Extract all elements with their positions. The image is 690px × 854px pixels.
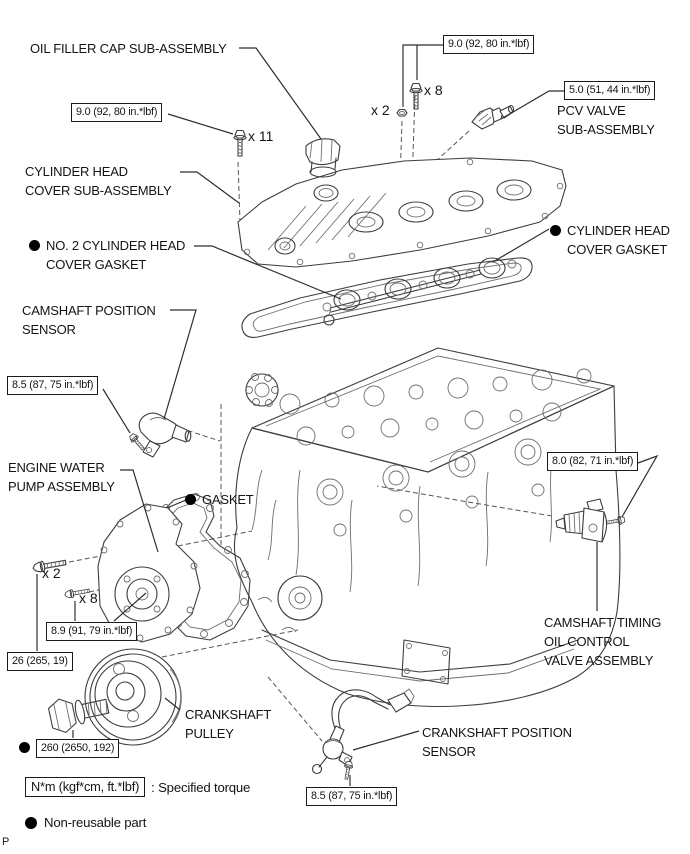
- label-camshaft-position-sensor: CAMSHAFT POSITION SENSOR: [22, 303, 156, 337]
- legend-torque: N*m (kgf*cm, ft.*lbf) : Specified torque: [25, 777, 250, 797]
- count-x11: x 11: [248, 128, 274, 144]
- engine-block-drawing: [233, 347, 621, 708]
- label-gasket: GASKET: [185, 490, 254, 509]
- torque-box-water-pump-long: 26 (265, 19): [7, 652, 73, 671]
- crankshaft-pulley-drawing: [84, 648, 182, 746]
- label-crankshaft-position-sensor: CRANKSHAFT POSITION SENSOR: [422, 725, 572, 759]
- cylinder-head-cover-drawing: [237, 157, 567, 268]
- non-reusable-dot: [25, 816, 37, 829]
- page-corner-letter: P: [2, 836, 10, 848]
- legend-torque-unit-box: N*m (kgf*cm, ft.*lbf): [25, 777, 146, 797]
- label-engine-water-pump: ENGINE WATER PUMP ASSEMBLY: [8, 460, 115, 494]
- label-oil-filler-cap: OIL FILLER CAP SUB-ASSEMBLY: [30, 41, 227, 56]
- torque-box-ocv-bolt: 8.0 (82, 71 in.*lbf): [547, 452, 639, 471]
- torque-box-water-pump-short: 8.9 (91, 79 in.*lbf): [46, 622, 138, 641]
- torque-box-head-cover-bolt: 9.0 (92, 80 in.*lbf): [71, 103, 163, 122]
- pcv-valve-drawing: [471, 104, 515, 130]
- oil-filler-cap-drawing: [305, 138, 341, 178]
- head-cover-gaskets-drawing: [241, 257, 533, 338]
- torque-box-crank-sensor: 8.5 (87, 75 in.*lbf): [306, 787, 398, 806]
- non-reusable-dot: [29, 240, 40, 251]
- fastener-bolts-drawing: [31, 82, 626, 781]
- pulley-bolt-drawing: [48, 698, 110, 733]
- torque-box-cam-sensor: 8.5 (87, 75 in.*lbf): [7, 376, 99, 395]
- torque-box-pcv-valve: 5.0 (51, 44 in.*lbf): [564, 81, 656, 100]
- label-camshaft-timing-valve: CAMSHAFT TIMING OIL CONTROL VALVE ASSEMB…: [544, 615, 662, 668]
- crankshaft-position-sensor-drawing: [311, 688, 415, 775]
- camshaft-position-sensor-drawing: [138, 412, 192, 458]
- count-x8-pump: x 8: [79, 590, 98, 606]
- legend-non-reusable: Non-reusable part: [25, 815, 146, 830]
- label-pcv-valve: PCV VALVE SUB-ASSEMBLY: [557, 103, 655, 137]
- label-no2-head-cover-gasket: NO. 2 CYLINDER HEAD COVER GASKET: [29, 236, 185, 274]
- label-crankshaft-pulley: CRANKSHAFT PULLEY: [185, 707, 272, 741]
- non-reusable-dot: [550, 225, 561, 236]
- torque-box-pulley-bolt: 260 (2650, 192): [36, 739, 120, 758]
- count-x2-top: x 2: [371, 102, 390, 118]
- non-reusable-dot: [185, 494, 196, 505]
- legend-torque-desc: : Specified torque: [151, 779, 251, 795]
- label-cylinder-head-cover: CYLINDER HEAD COVER SUB-ASSEMBLY: [25, 164, 172, 198]
- torque-box-head-cover-bolt-top: 9.0 (92, 80 in.*lbf): [443, 35, 535, 54]
- leader-lines: [36, 44, 659, 786]
- count-x2-pump: x 2: [42, 565, 61, 581]
- count-x8-top: x 8: [424, 82, 443, 98]
- non-reusable-dot: [19, 742, 30, 753]
- camshaft-timing-ocv-drawing: [555, 498, 608, 543]
- label-head-cover-gasket: CYLINDER HEAD COVER GASKET: [550, 221, 670, 259]
